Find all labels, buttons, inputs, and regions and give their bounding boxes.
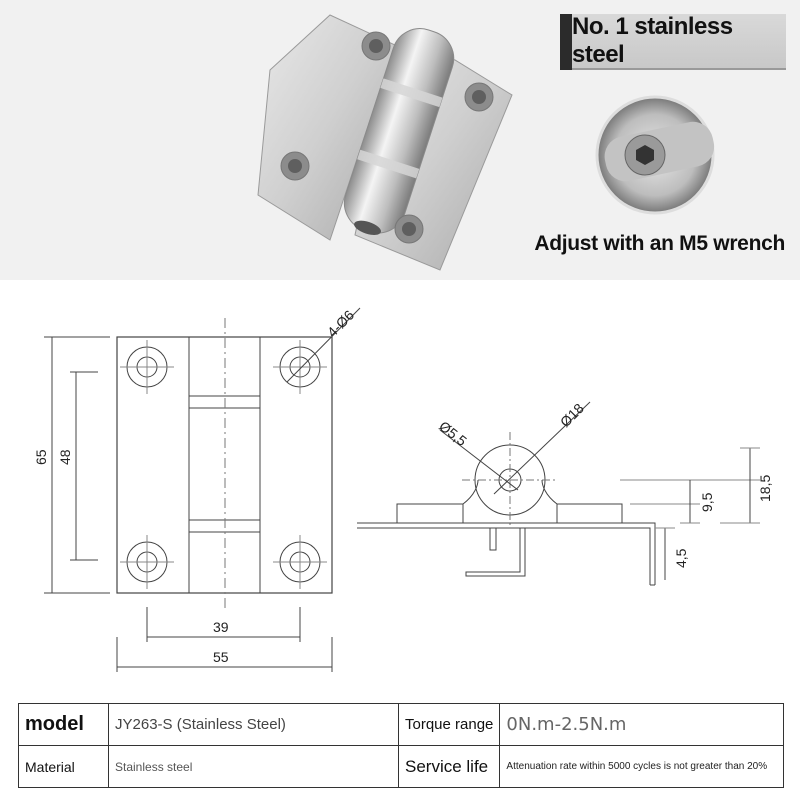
model-label: model <box>18 703 109 746</box>
barrel-diameter: Ø18 <box>557 400 587 430</box>
dim-18-5: 18,5 <box>757 475 773 502</box>
hinge-photo <box>257 14 715 271</box>
material-label: Material <box>18 745 109 788</box>
badge-accent <box>560 14 574 70</box>
torque-label: Torque range <box>397 703 501 746</box>
material-value: Stainless steel <box>108 745 399 788</box>
width-inner-dimension: 39 <box>213 619 229 635</box>
table-row: model JY263-S (Stainless Steel) Torque r… <box>18 703 784 746</box>
height-inner-dimension: 48 <box>57 449 73 465</box>
bore-diameter: Ø5,5 <box>436 418 470 449</box>
life-label: Service life <box>397 745 501 788</box>
dimension-drawing: 4-Ø6 65 48 39 55 <box>33 307 773 672</box>
model-value: JY263-S (Stainless Steel) <box>108 703 399 746</box>
holes-dimension: 4-Ø6 <box>324 307 357 340</box>
mounting-hole <box>273 340 327 394</box>
dim-9-5: 9,5 <box>699 492 715 512</box>
mounting-hole <box>273 535 327 589</box>
table-row: Material Stainless steel Service life At… <box>18 745 784 788</box>
front-view: 4-Ø6 65 48 39 55 <box>33 307 361 672</box>
life-value: Attenuation rate within 5000 cycles is n… <box>499 745 784 788</box>
wrench-caption: Adjust with an M5 wrench <box>534 232 785 255</box>
side-view: Ø5,5 Ø18 9,5 18,5 4,5 <box>357 400 773 586</box>
dim-4-5: 4,5 <box>673 548 689 568</box>
mounting-hole <box>120 340 174 394</box>
material-badge: No. 1 stainless steel <box>572 13 786 70</box>
technical-drawing: 4-Ø6 65 48 39 55 <box>0 280 800 700</box>
torque-value: 0N.m-2.5N.m <box>499 703 784 746</box>
wrench-detail-inset <box>595 95 715 215</box>
width-outer-dimension: 55 <box>213 649 229 665</box>
height-outer-dimension: 65 <box>33 449 49 465</box>
spec-table: model JY263-S (Stainless Steel) Torque r… <box>18 703 784 788</box>
mounting-hole <box>120 535 174 589</box>
